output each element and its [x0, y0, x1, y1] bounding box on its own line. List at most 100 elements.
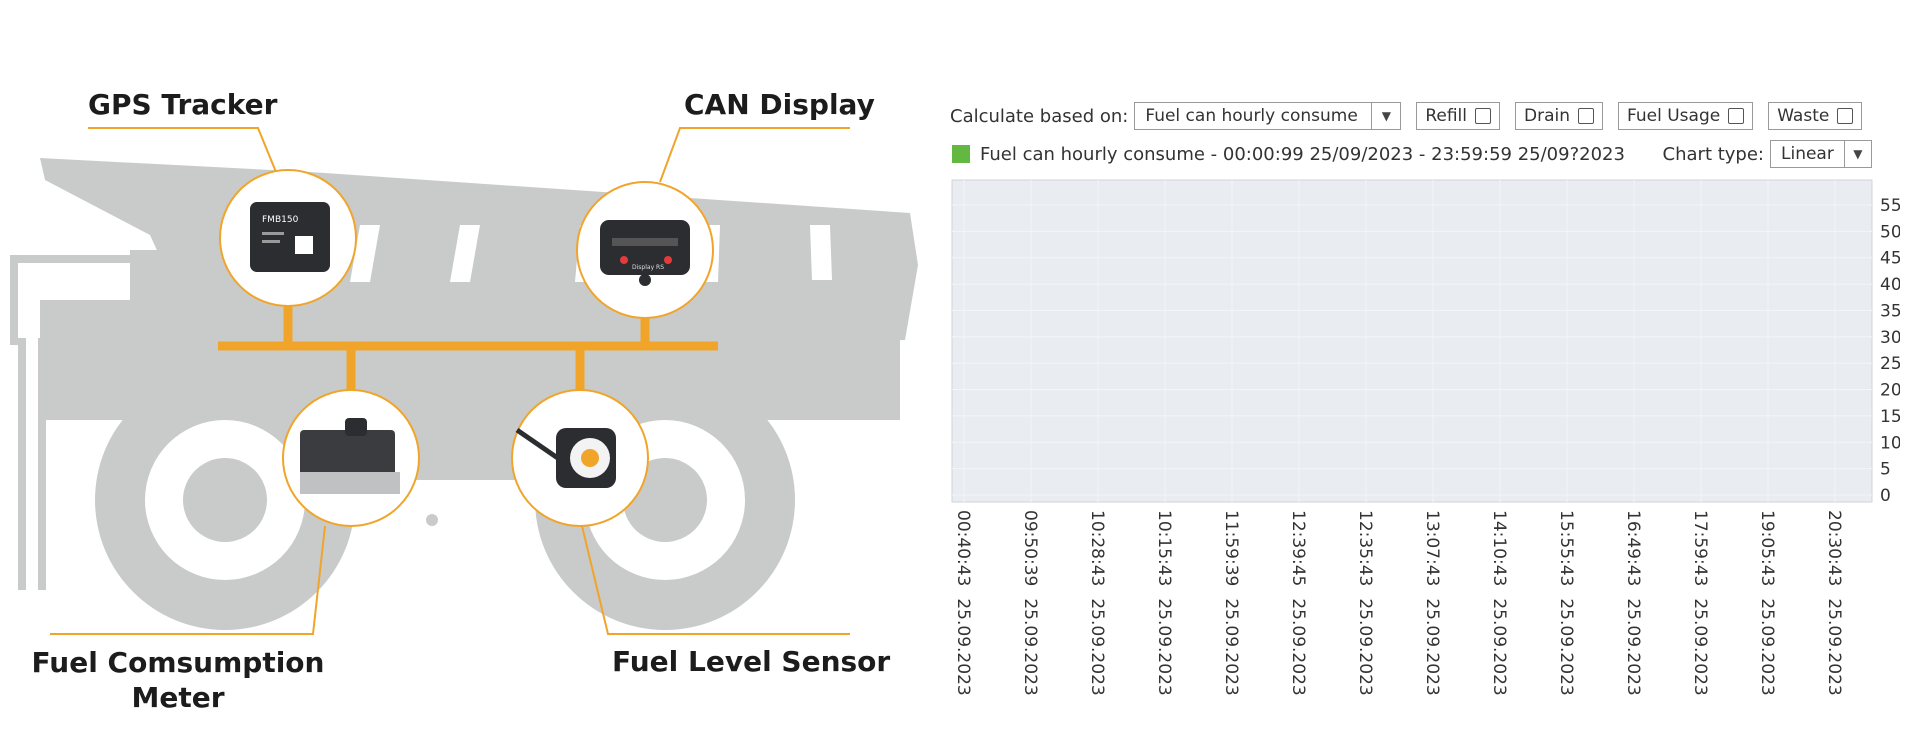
- x-tick-time: 19:05:43: [1757, 510, 1777, 586]
- y-tick-label: 40: [1880, 275, 1900, 295]
- x-tick-label: 19:05:43 25.09.2023: [1757, 510, 1777, 696]
- x-tick-date: 25.09.2023: [1690, 598, 1710, 695]
- fuel-consumption-chart: 0 5 10 15 20 25 30 35 40 45 50 55 00:40:43 25.09.202…: [951, 179, 1900, 696]
- y-tick-label: 45: [1880, 249, 1900, 269]
- can-display-label: CAN Display: [684, 88, 875, 121]
- x-tick-date: 25.09.2023: [1087, 598, 1107, 695]
- x-tick-label: 12:39:45 25.09.2023: [1288, 510, 1308, 696]
- x-tick-time: 13:07:43: [1422, 510, 1442, 586]
- checkbox-box[interactable]: [1578, 108, 1595, 124]
- x-tick-date: 25.09.2023: [953, 598, 973, 695]
- x-tick-label: 10:15:43 25.09.2023: [1154, 510, 1174, 696]
- legend-swatch: [952, 145, 970, 163]
- x-tick-label: 15:55:43 25.09.2023: [1556, 510, 1576, 696]
- x-tick-date: 25.09.2023: [1221, 598, 1241, 695]
- y-tick-label: 55: [1880, 196, 1900, 216]
- drain-checkbox[interactable]: Drain: [1515, 102, 1604, 130]
- can-display-device: Display RS: [576, 181, 714, 319]
- fuel-meter-label-line2: Meter: [131, 681, 225, 714]
- fuel-usage-checkbox[interactable]: Fuel Usage: [1618, 102, 1754, 130]
- fuel-level-sensor-device: [511, 389, 649, 527]
- plot-area: [951, 179, 1873, 503]
- chevron-down-icon[interactable]: ▼: [1843, 141, 1871, 167]
- y-tick-label: 20: [1880, 381, 1900, 401]
- x-tick-time: 20:30:43: [1824, 510, 1844, 586]
- x-tick-label: 00:40:43 25.09.2023: [953, 510, 973, 696]
- x-tick-date: 25.09.2023: [1422, 598, 1442, 695]
- legend-text: Fuel can hourly consume - 00:00:99 25/09…: [980, 143, 1625, 165]
- truck-diagram: FMB150 Display RS: [10, 127, 918, 635]
- y-tick-label: 30: [1880, 328, 1900, 348]
- checkbox-box[interactable]: [1475, 108, 1492, 124]
- x-tick-label: 16:49:43 25.09.2023: [1623, 510, 1643, 696]
- x-tick-date: 25.09.2023: [1757, 598, 1777, 695]
- y-tick-label: 15: [1880, 407, 1900, 427]
- chart-type-value: Linear: [1781, 144, 1834, 164]
- x-tick-date: 25.09.2023: [1355, 598, 1375, 695]
- x-tick-time: 15:55:43: [1556, 510, 1576, 586]
- calculate-label: Calculate based on:: [950, 105, 1129, 127]
- fuel-chart-panel: Calculate based on: Fuel can hourly cons…: [950, 0, 1900, 728]
- drain-label: Drain: [1524, 106, 1571, 126]
- x-tick-label: 10:28:43 25.09.2023: [1087, 510, 1107, 696]
- x-tick-label: 12:35:43 25.09.2023: [1355, 510, 1375, 696]
- x-tick-date: 25.09.2023: [1824, 598, 1844, 695]
- can-display-text: Display RS: [632, 264, 664, 271]
- fuel-meter-device: [282, 389, 420, 527]
- y-tick-label: 35: [1880, 301, 1900, 321]
- chart-type-label: Chart type:: [1662, 143, 1764, 165]
- x-tick-time: 16:49:43: [1623, 510, 1643, 586]
- x-axis-ticks: 00:40:4325.09.202309:50:3925.09.202310:2…: [953, 510, 1844, 696]
- fuel-meter-label: Fuel Comsumption Meter: [28, 645, 328, 715]
- gps-tracker-device: FMB150: [219, 169, 357, 307]
- chart-type-select[interactable]: Linear ▼: [1770, 140, 1872, 168]
- chart-type-control: Chart type: Linear ▼: [1663, 140, 1872, 168]
- x-tick-time: 10:15:43: [1154, 510, 1174, 586]
- controls-row: Calculate based on: Fuel can hourly cons…: [950, 101, 1863, 131]
- x-tick-time: 14:10:43: [1489, 510, 1509, 586]
- waste-label: Waste: [1777, 106, 1830, 126]
- calculate-select[interactable]: Fuel can hourly consume ▼: [1134, 102, 1402, 130]
- y-tick-label: 25: [1880, 354, 1900, 374]
- callout-lines: [50, 127, 850, 635]
- y-axis-ticks: 0 5 10 15 20 25 30 35 40 45 50 55: [1880, 196, 1900, 506]
- x-tick-date: 25.09.2023: [1489, 598, 1509, 695]
- x-tick-time: 12:39:45: [1288, 510, 1308, 586]
- fuel-level-sensor-label: Fuel Level Sensor: [612, 645, 891, 678]
- grid-lines: [952, 180, 1872, 502]
- fuel-meter-label-line1: Fuel Comsumption: [31, 646, 325, 679]
- x-tick-time: 00:40:43: [953, 510, 973, 586]
- x-tick-label: 14:10:43 25.09.2023: [1489, 510, 1509, 696]
- x-tick-date: 25.09.2023: [1020, 598, 1040, 695]
- x-tick-time: 09:50:39: [1020, 510, 1040, 586]
- x-tick-label: 13:07:43 25.09.2023: [1422, 510, 1442, 696]
- legend-row: Fuel can hourly consume - 00:00:99 25/09…: [950, 140, 1872, 168]
- x-tick-date: 25.09.2023: [1154, 598, 1174, 695]
- gps-tracker-label: GPS Tracker: [88, 88, 278, 121]
- y-tick-label: 10: [1880, 433, 1900, 453]
- calculate-select-value: Fuel can hourly consume: [1145, 106, 1358, 126]
- truck-illustration: FMB150 Display RS GPS Tracker CAN Displ: [0, 0, 930, 728]
- x-tick-label: 20:30:43 25.09.2023: [1824, 510, 1844, 696]
- gps-model-text: FMB150: [262, 215, 299, 225]
- x-tick-time: 11:59:39: [1221, 510, 1241, 586]
- y-tick-label: 0: [1880, 486, 1891, 506]
- x-tick-label: 11:59:39 25.09.2023: [1221, 510, 1241, 696]
- waste-checkbox[interactable]: Waste: [1768, 102, 1863, 130]
- fuel-usage-label: Fuel Usage: [1627, 106, 1721, 126]
- x-tick-time: 17:59:43: [1690, 510, 1710, 586]
- refill-checkbox[interactable]: Refill: [1416, 102, 1501, 130]
- y-tick-label: 50: [1880, 222, 1900, 242]
- x-tick-time: 10:28:43: [1087, 510, 1107, 586]
- x-tick-date: 25.09.2023: [1288, 598, 1308, 695]
- x-tick-date: 25.09.2023: [1556, 598, 1576, 695]
- chevron-down-icon[interactable]: ▼: [1371, 103, 1400, 129]
- refill-label: Refill: [1425, 106, 1468, 126]
- x-tick-label: 17:59:43 25.09.2023: [1690, 510, 1710, 696]
- connection-bus: [218, 300, 718, 392]
- checkbox-box[interactable]: [1728, 108, 1745, 124]
- x-tick-date: 25.09.2023: [1623, 598, 1643, 695]
- checkbox-box[interactable]: [1837, 108, 1854, 124]
- y-tick-label: 5: [1880, 460, 1891, 480]
- x-tick-time: 12:35:43: [1355, 510, 1375, 586]
